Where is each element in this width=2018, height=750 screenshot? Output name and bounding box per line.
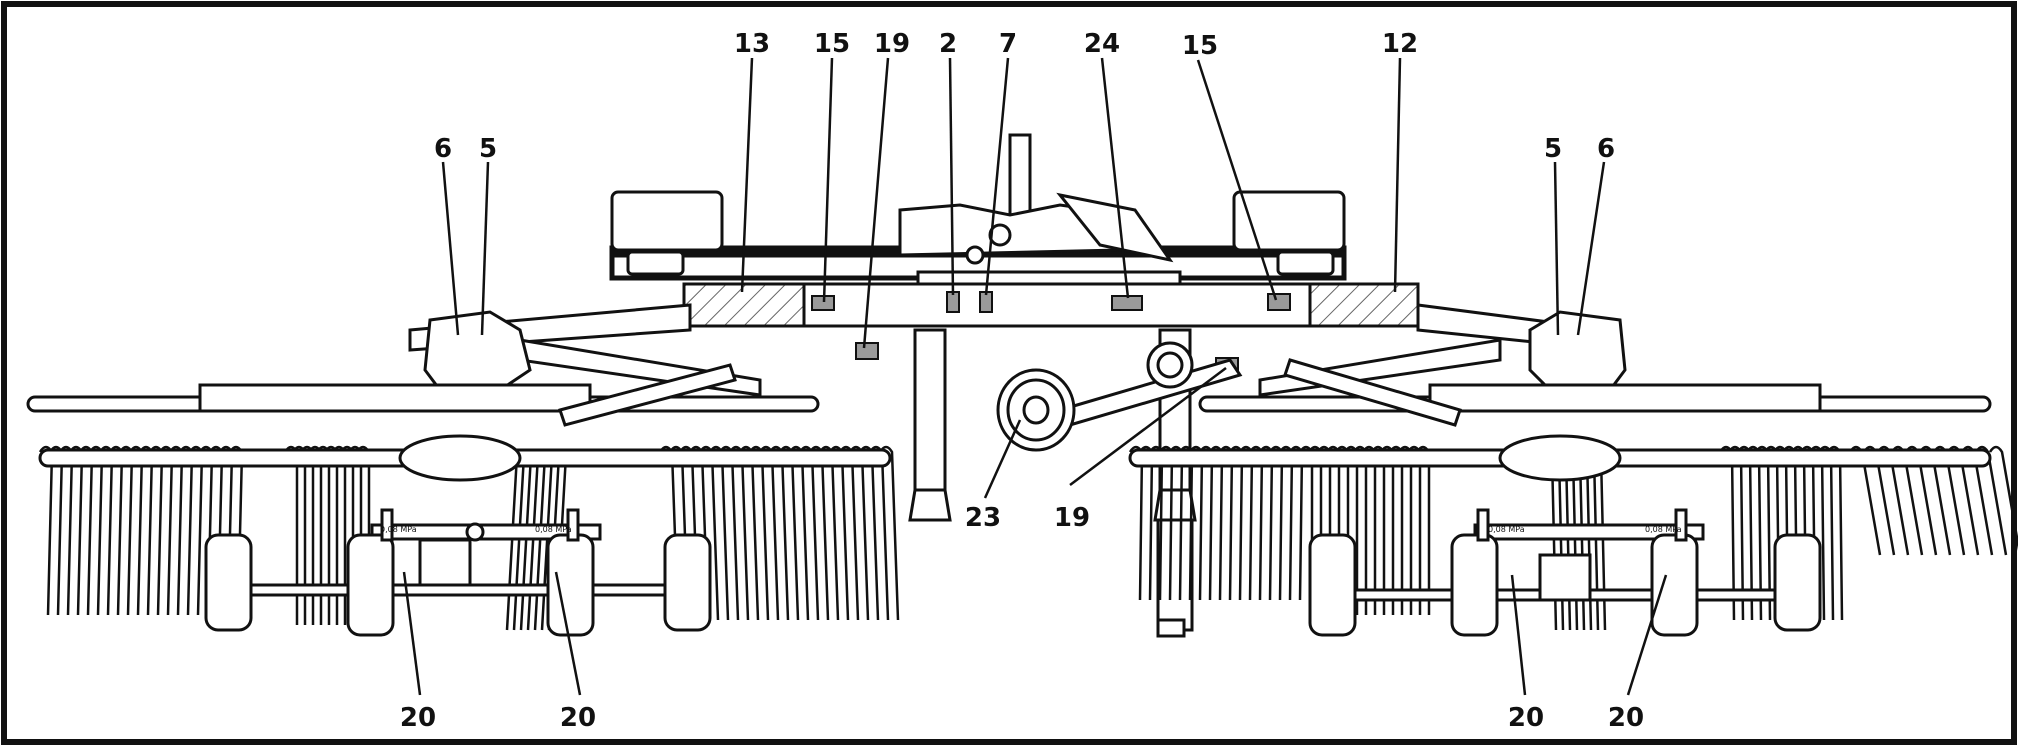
rake-tine	[315, 445, 331, 625]
callout-24: 24	[1083, 29, 1121, 59]
callout-5-right: 5	[1543, 134, 1563, 164]
warning-plate-right	[1232, 190, 1346, 252]
svg-text:0,08 MPa: 0,08 MPa	[1645, 525, 1682, 534]
rake-tine	[1988, 445, 2018, 551]
rake-tine	[331, 445, 347, 625]
callout-20-b: 20	[559, 703, 597, 733]
rake-tine	[1128, 445, 1144, 601]
rake-tine	[299, 445, 315, 625]
callout-6-left: 6	[433, 134, 453, 164]
svg-text:0,08 MPa: 0,08 MPa	[535, 525, 572, 534]
rotor-bars	[38, 434, 1992, 482]
warning-plate-left	[610, 190, 724, 252]
callout-23: 23	[964, 503, 1002, 533]
callout-12: 12	[1381, 29, 1419, 59]
callout-19-top: 19	[873, 29, 911, 59]
tire-pressure-labels: 0,08 MPa 0,08 MPa 0,08 MPa 0,08 MPa	[380, 525, 1682, 534]
drive-wheel	[996, 341, 1194, 452]
callout-20-d: 20	[1607, 703, 1645, 733]
callout-15-left: 15	[813, 29, 851, 59]
callout-5-left: 5	[478, 134, 498, 164]
svg-text:0,08 MPa: 0,08 MPa	[380, 525, 417, 534]
hatched-beam-right	[1308, 282, 1420, 328]
left-gauge-wheels	[204, 508, 712, 637]
rake-tine	[283, 445, 299, 625]
callout-7: 7	[998, 29, 1018, 59]
leader-lines	[402, 57, 1668, 696]
callout-6-right: 6	[1596, 134, 1616, 164]
callout-20-c: 20	[1507, 703, 1545, 733]
central-frame	[609, 133, 1420, 328]
rake-tine	[38, 445, 54, 616]
callout-20-a: 20	[399, 703, 437, 733]
callout-15-right: 15	[1181, 31, 1219, 61]
rake-tine	[323, 445, 339, 625]
callout-19-bottom: 19	[1053, 503, 1091, 533]
svg-text:0,08 MPa: 0,08 MPa	[1488, 525, 1525, 534]
right-gauge-wheels	[1308, 508, 1822, 637]
callout-13: 13	[733, 29, 771, 59]
callout-2: 2	[938, 29, 958, 59]
rake-tine	[291, 445, 307, 625]
rake-tine	[307, 445, 323, 625]
hatched-beam-left	[682, 282, 806, 328]
